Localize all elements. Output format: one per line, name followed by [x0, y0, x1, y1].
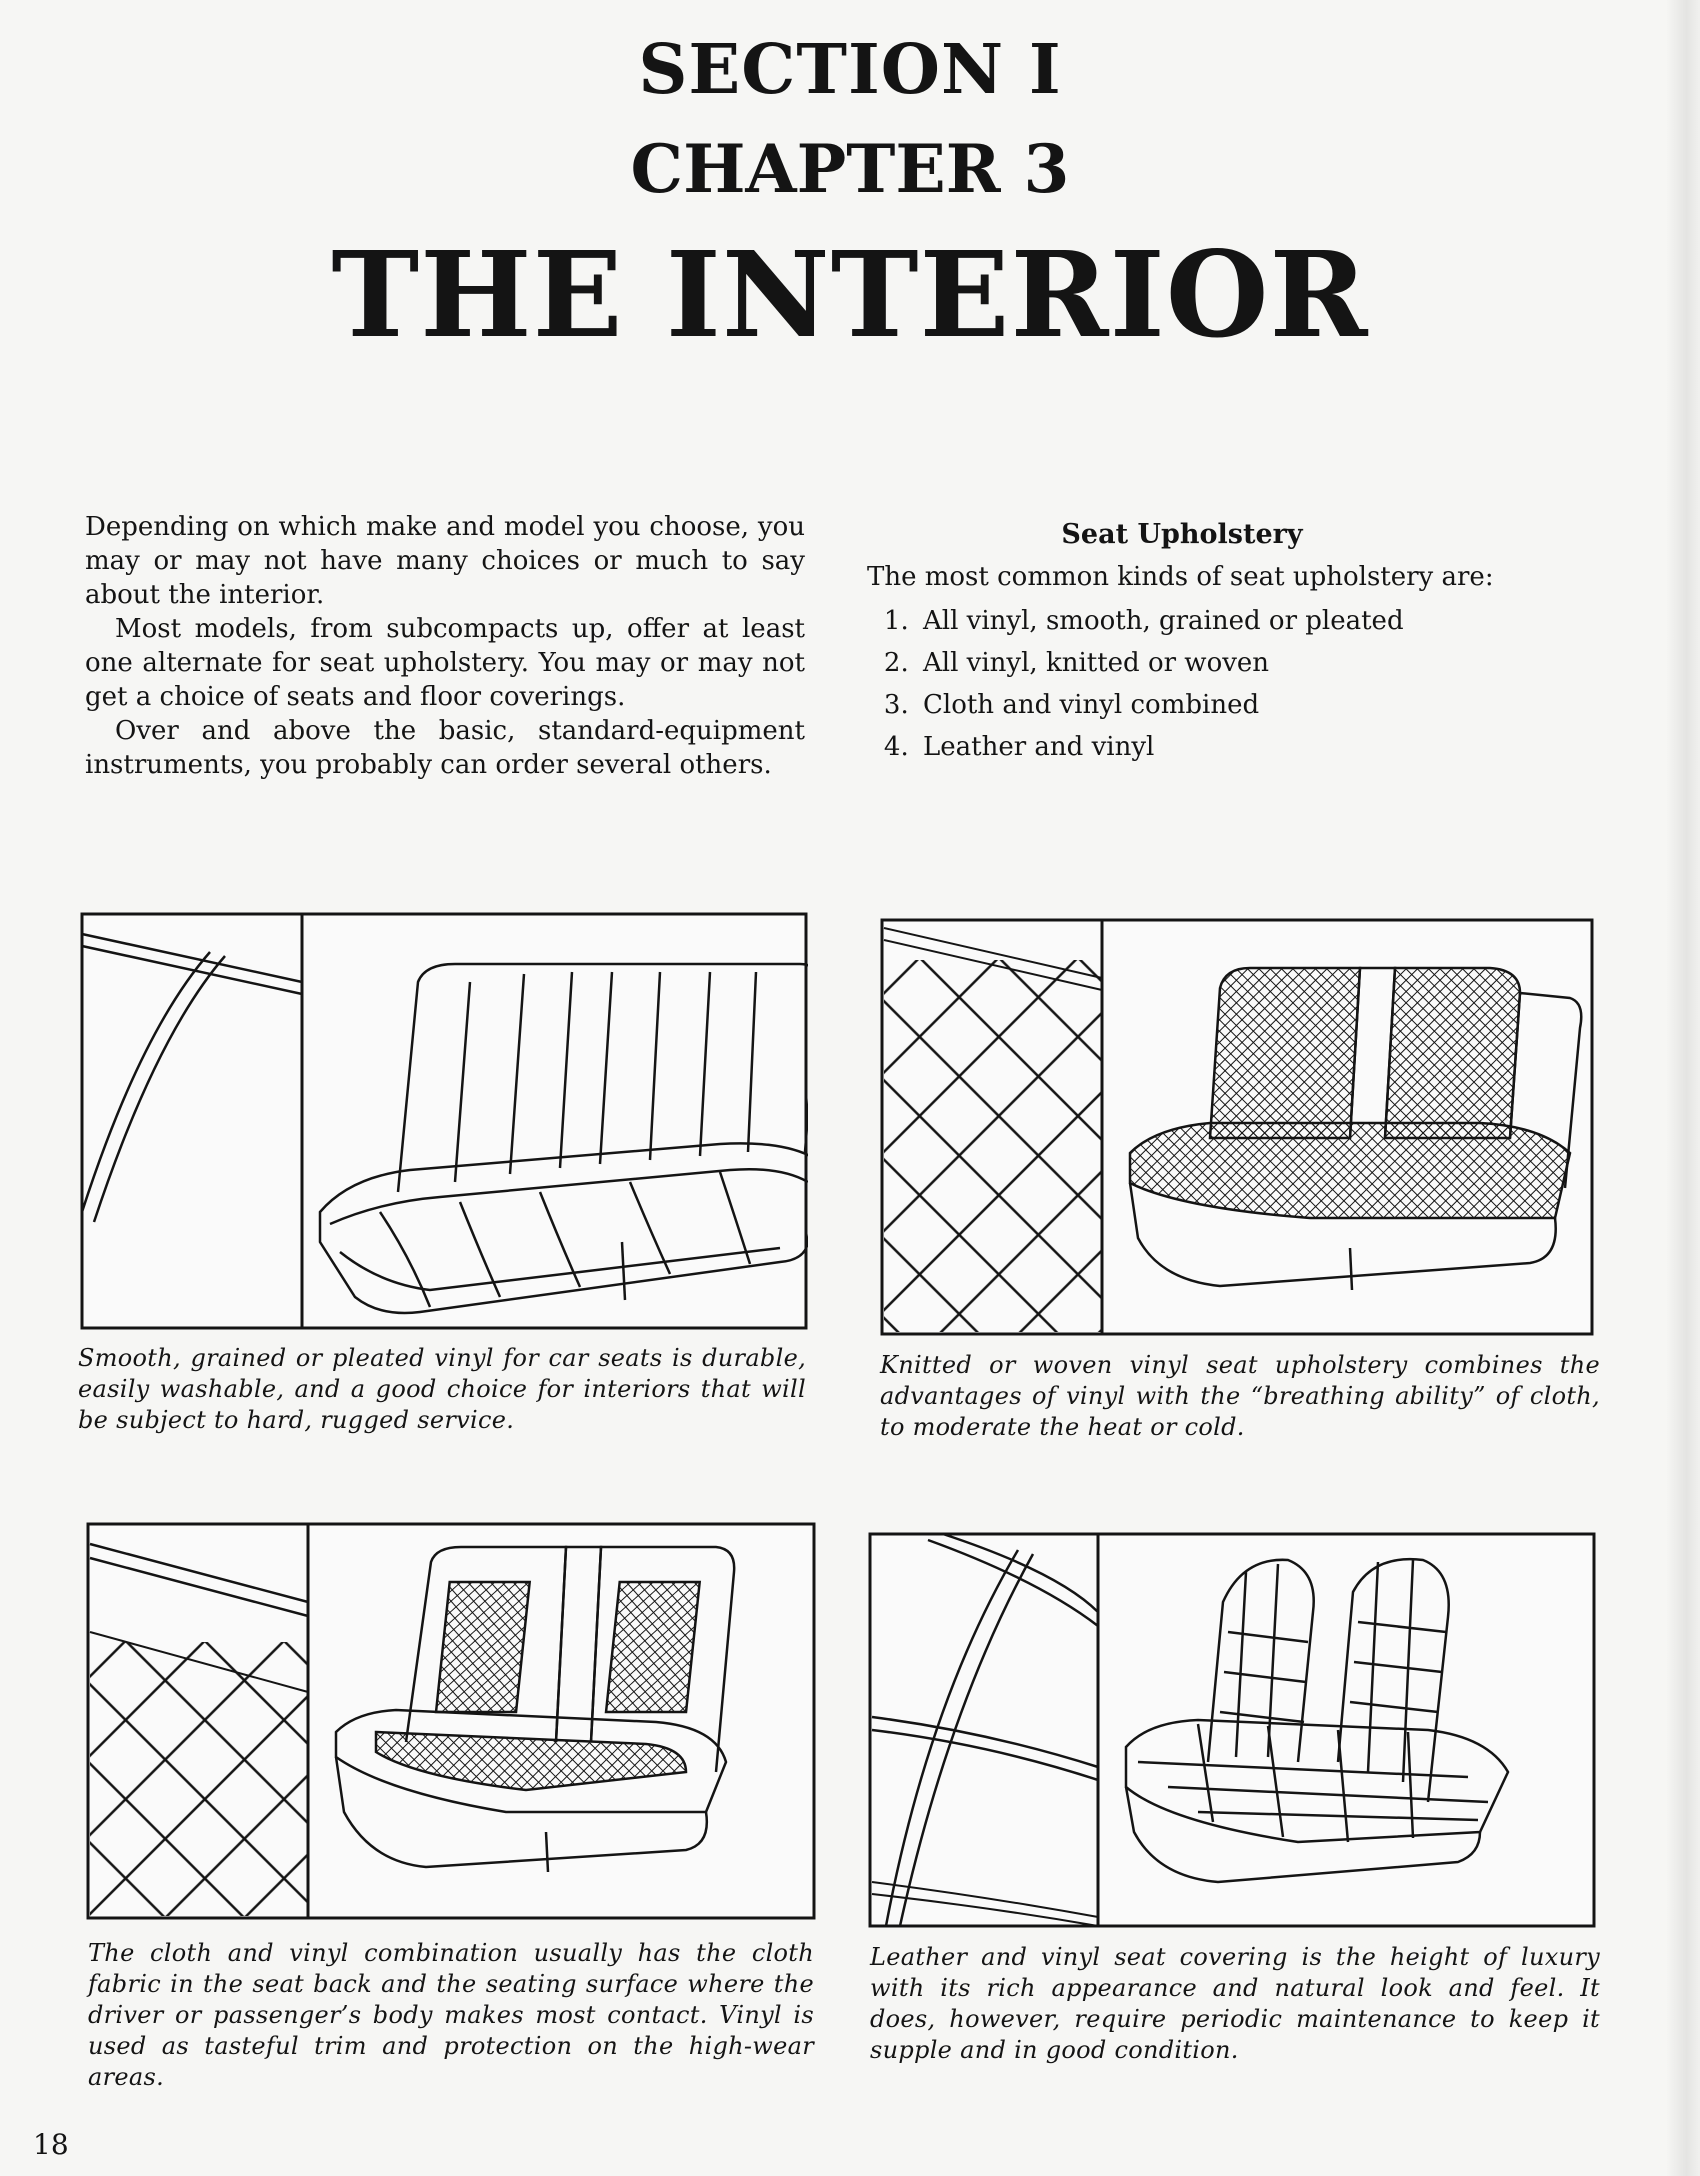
intro-paragraph-1: Depending on which make and model you ch… — [85, 512, 805, 610]
smooth-vinyl-figure — [80, 912, 808, 1330]
cloth-vinyl-caption: The cloth and vinyl combination usually … — [88, 1939, 814, 2091]
smooth-vinyl-seat-illustration — [80, 912, 808, 1330]
leather-vinyl-figure — [868, 1532, 1596, 1928]
list-item: All vinyl, knitted or woven — [917, 646, 1497, 680]
seat-upholstery-lead: The most common kinds of seat upholstery… — [867, 562, 1494, 592]
upholstery-list: All vinyl, smooth, grained or pleated Al… — [867, 604, 1497, 764]
list-item: Cloth and vinyl combined — [917, 688, 1497, 722]
seat-upholstery-box: Seat Upholstery The most common kinds of… — [867, 518, 1497, 772]
chapter-heading: CHAPTER 3 — [630, 130, 1070, 208]
cloth-vinyl-figure — [86, 1522, 816, 1920]
seat-upholstery-heading: Seat Upholstery — [1061, 519, 1303, 550]
intro-text: Depending on which make and model you ch… — [85, 510, 805, 782]
page-title: THE INTERIOR — [331, 225, 1369, 364]
cloth-vinyl-seat-illustration — [86, 1522, 816, 1920]
smooth-vinyl-caption: Smooth, grained or pleated vinyl for car… — [78, 1344, 806, 1434]
page-number: 18 — [33, 2128, 69, 2161]
leather-vinyl-caption: Leather and vinyl seat covering is the h… — [870, 1943, 1600, 2064]
intro-paragraph-3: Over and above the basic, standard-equip… — [85, 716, 805, 780]
leather-vinyl-seat-illustration — [868, 1532, 1596, 1928]
intro-paragraph-2: Most models, from subcompacts up, offer … — [85, 614, 805, 712]
section-heading: SECTION I — [638, 30, 1062, 110]
list-item: All vinyl, smooth, grained or pleated — [917, 604, 1497, 638]
knitted-vinyl-figure — [880, 918, 1594, 1336]
knitted-vinyl-caption: Knitted or woven vinyl seat upholstery c… — [880, 1351, 1600, 1441]
list-item: Leather and vinyl — [917, 730, 1497, 764]
page-edge — [1666, 0, 1700, 2176]
knitted-vinyl-seat-illustration — [880, 918, 1594, 1336]
